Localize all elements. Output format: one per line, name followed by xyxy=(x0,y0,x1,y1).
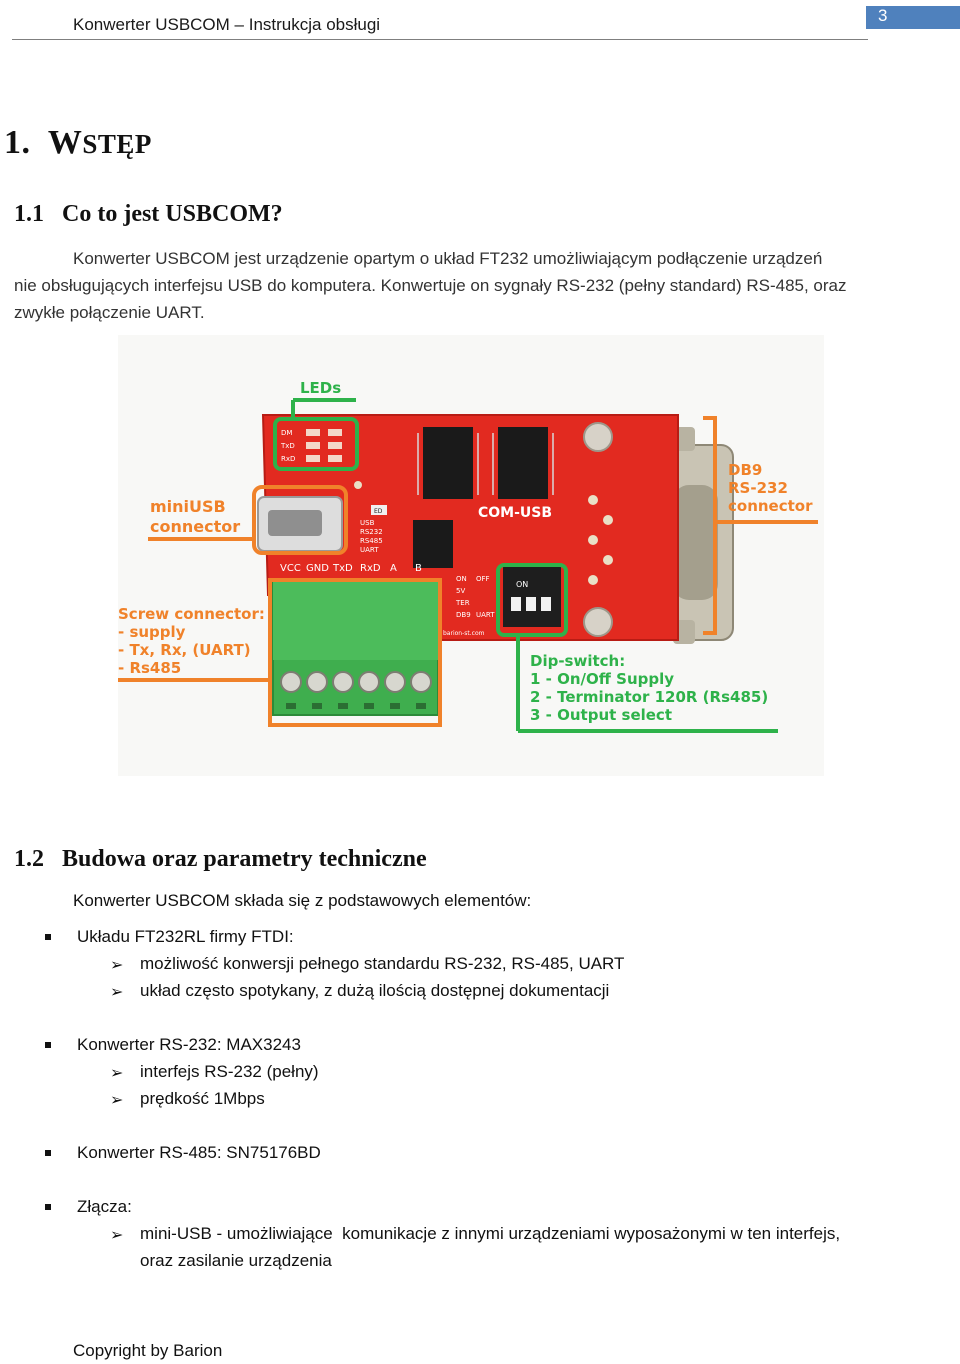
page-footer: Copyright by Barion xyxy=(73,1341,223,1360)
chip-max3243 xyxy=(498,427,548,499)
dip-side-ter: TER xyxy=(455,599,470,607)
board-photo: COM-USB USB RS232 RS485 UART ED DM TxD R… xyxy=(118,335,824,776)
bullet-marker xyxy=(45,1204,51,1210)
db9-callout-line-3: connector xyxy=(728,497,813,515)
section-1-1-title: Co to jest USBCOM? xyxy=(62,201,283,227)
mode-rs485: RS485 xyxy=(360,537,383,545)
led-label-rxd: RxD xyxy=(281,455,295,463)
pin-label-rxd: RxD xyxy=(360,563,381,574)
group-1-item-1: możliwość konwersji pełnego standardu RS… xyxy=(140,954,625,973)
section-1-1-heading: 1.1 Co to jest USBCOM? xyxy=(14,201,283,228)
bullet-marker xyxy=(45,934,51,940)
dip-side-5v: 5V xyxy=(456,587,465,595)
group-1-item-2: układ często spotykany, z dużą ilością d… xyxy=(140,981,610,1000)
group-4-item-1: mini-USB - umożliwiające komunikacje z i… xyxy=(140,1224,841,1243)
group-4-item-1-continuation: oraz zasilanie urządzenia xyxy=(140,1251,332,1270)
section-1-1-number: 1.1 xyxy=(14,201,44,227)
dip-callout-line-3: 2 - Terminator 120R (Rs485) xyxy=(530,688,768,706)
dip-side-on: ON xyxy=(456,575,467,583)
pin-label-vcc: VCC xyxy=(280,563,301,574)
arrow-bullet-icon: ➢ xyxy=(110,1065,124,1082)
section-1-2-number: 1.2 xyxy=(14,846,44,872)
group-1-title: Układu FT232RL firmy FTDI: xyxy=(77,927,294,946)
dip-side-uart: UART xyxy=(476,611,495,619)
page-number: 3 xyxy=(878,6,888,25)
arrow-bullet-icon: ➢ xyxy=(110,1092,124,1109)
ed-label: ED xyxy=(374,508,383,515)
bullet-marker xyxy=(45,1150,51,1156)
board-website: barion-st.com xyxy=(443,630,485,637)
db9-body xyxy=(673,485,718,600)
leds-callout-label: LEDs xyxy=(300,379,341,397)
bullet-marker xyxy=(45,1042,51,1048)
chapter-title-rest: STĘP xyxy=(82,129,152,159)
section-1-2-title: Budowa oraz parametry techniczne xyxy=(62,846,427,872)
chapter-title-initial: W xyxy=(47,124,83,161)
dip-callout-line-2: 1 - On/Off Supply xyxy=(530,670,674,688)
led-label-dm: DM xyxy=(281,429,292,437)
mode-uart: UART xyxy=(360,546,379,554)
chip-sn75176 xyxy=(413,520,453,568)
dip-side-db9: DB9 xyxy=(456,611,471,619)
arrow-bullet-icon: ➢ xyxy=(110,1227,124,1244)
intro-line-2: nie obsługujących interfejsu USB do komp… xyxy=(14,276,847,295)
db9-callout-line-2: RS-232 xyxy=(728,479,788,497)
miniusb-callout-line-2: connector xyxy=(150,517,240,536)
arrow-bullet-icon: ➢ xyxy=(110,957,124,974)
screw-callout-line-2: - supply xyxy=(118,623,186,641)
group-4-title: Złącza: xyxy=(77,1197,132,1216)
pin-label-txd: TxD xyxy=(332,563,353,574)
pin-label-a: A xyxy=(390,563,397,574)
leds-highlight-box xyxy=(273,417,359,471)
group-2-item-2: prędkość 1Mbps xyxy=(140,1089,265,1108)
group-2-item-1: interfejs RS-232 (pełny) xyxy=(140,1062,319,1081)
screw-highlight-box xyxy=(268,578,442,727)
chip-ft232 xyxy=(423,427,473,499)
screw-callout-line-3: - Tx, Rx, (UART) xyxy=(118,641,251,659)
header-rule xyxy=(12,39,868,40)
components-intro: Konwerter USBCOM składa się z podstawowy… xyxy=(73,891,532,910)
db9-callout-line-1: DB9 xyxy=(728,461,762,479)
dip-highlight-box xyxy=(496,563,568,637)
ed-label-box xyxy=(371,505,387,515)
led-label-txd: TxD xyxy=(280,442,295,450)
chapter-heading: 1. WSTĘP xyxy=(4,124,152,162)
miniusb-callout-line-1: miniUSB xyxy=(150,497,226,516)
dip-callout-line-1: Dip-switch: xyxy=(530,652,625,670)
dip-on-label: ON xyxy=(516,580,528,589)
mount-hole-top xyxy=(583,422,613,452)
intro-line-1: Konwerter USBCOM jest urządzenie opartym… xyxy=(73,249,823,268)
group-2-title: Konwerter RS-232: MAX3243 xyxy=(77,1035,301,1054)
running-header-title: Konwerter USBCOM – Instrukcja obsługi xyxy=(73,15,381,34)
chapter-number: 1. xyxy=(4,124,31,161)
page-number-box xyxy=(866,6,960,29)
miniusb-highlight-box xyxy=(252,485,348,555)
screw-callout-line-1: Screw connector: xyxy=(118,605,265,623)
intro-line-3: zwykłe połączenie UART. xyxy=(14,303,205,322)
pin-label-gnd: GND xyxy=(306,563,329,574)
screw-callout-line-4: - Rs485 xyxy=(118,659,181,677)
mode-usb: USB xyxy=(360,519,375,527)
arrow-bullet-icon: ➢ xyxy=(110,984,124,1001)
group-3-title: Konwerter RS-485: SN75176BD xyxy=(77,1143,321,1162)
board-label: COM-USB xyxy=(478,505,552,521)
mode-rs232: RS232 xyxy=(360,528,383,536)
intro-paragraph: Konwerter USBCOM jest urządzenie opartym… xyxy=(14,245,884,326)
section-1-2-heading: 1.2 Budowa oraz parametry techniczne xyxy=(14,846,427,873)
dip-callout-line-4: 3 - Output select xyxy=(530,706,672,724)
db9-bracket xyxy=(703,416,717,635)
pin-label-b: B xyxy=(415,563,422,574)
dip-side-off: OFF xyxy=(476,575,490,583)
mount-hole-bottom xyxy=(583,607,613,637)
